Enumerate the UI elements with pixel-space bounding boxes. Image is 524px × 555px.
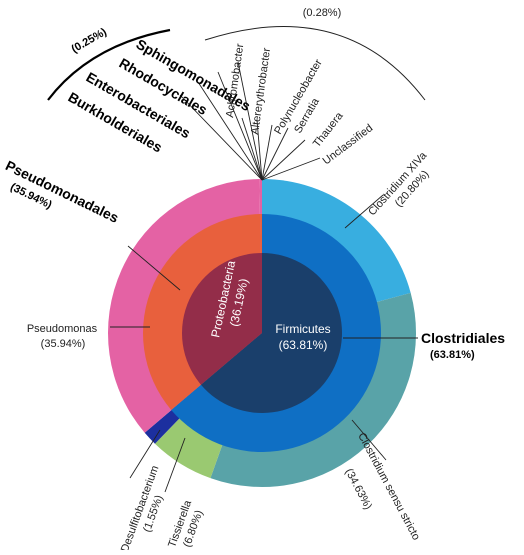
firmicutes-label: Firmicutes [275,322,330,336]
leader-thauera [261,139,306,181]
leader-tissierella [164,437,186,493]
inner-wedge-firmicutes [200,253,343,413]
leader-desulfitobacterium [129,429,161,479]
leader-clostridium-sensu-stricto [351,419,387,461]
leader-sphingomonadales [237,61,263,181]
clostridium-sensu-stricto-line-1: Clostridium sensu stricto [355,431,422,542]
genus-label-altererythrobacter: Altererythrobacter [249,47,273,136]
leader-altererythrobacter [256,119,263,181]
clostridium-xiva-label-group: Clostridium XIVa (20.80%) [366,149,431,218]
clostridium-sensu-stricto-percent: (34.63%) [343,467,375,512]
leader-lines [110,61,418,493]
minor-genera-bracket [204,26,426,101]
pseudomonadales-label-group: Pseudomonadales (35.94%) [3,157,121,226]
leader-unclassified [261,157,321,181]
clostridiales-label: Clostridiales [421,330,505,346]
clostridium-sensu-stricto-label: Clostridium sensu stricto [355,431,422,542]
pseudomonas-label: Pseudomonas [27,323,98,335]
desulfitobacterium-label-group: Desulfitobacterium (1.55%) [119,464,166,554]
leader-clostridial-xiva [344,194,384,229]
firmicutes-percent: (63.81%) [279,338,328,352]
leader-rhodocyclales [217,71,263,181]
tissierella-label-group: Tissierella (6.80%) [166,498,205,549]
leader-polynucleobacter [261,124,273,181]
minor-orders-bracket [47,28,171,101]
clostridiales-percent: (63.81%) [430,349,475,361]
sunburst-wedges [107,179,416,488]
minor-genera-percent: (0.28%) [303,7,342,19]
leader-enterobacteriales [197,81,263,181]
minor-orders-percent: (0.25%) [70,26,110,56]
leader-pseudomonadales [127,245,181,291]
pseudomonas-percent: (35.94%) [41,338,86,350]
leader-serratia [261,127,289,181]
inner-wedge-proteobacteria [182,253,262,385]
leader-burkholderiales [179,94,263,181]
leader-achromobacter [241,117,263,181]
